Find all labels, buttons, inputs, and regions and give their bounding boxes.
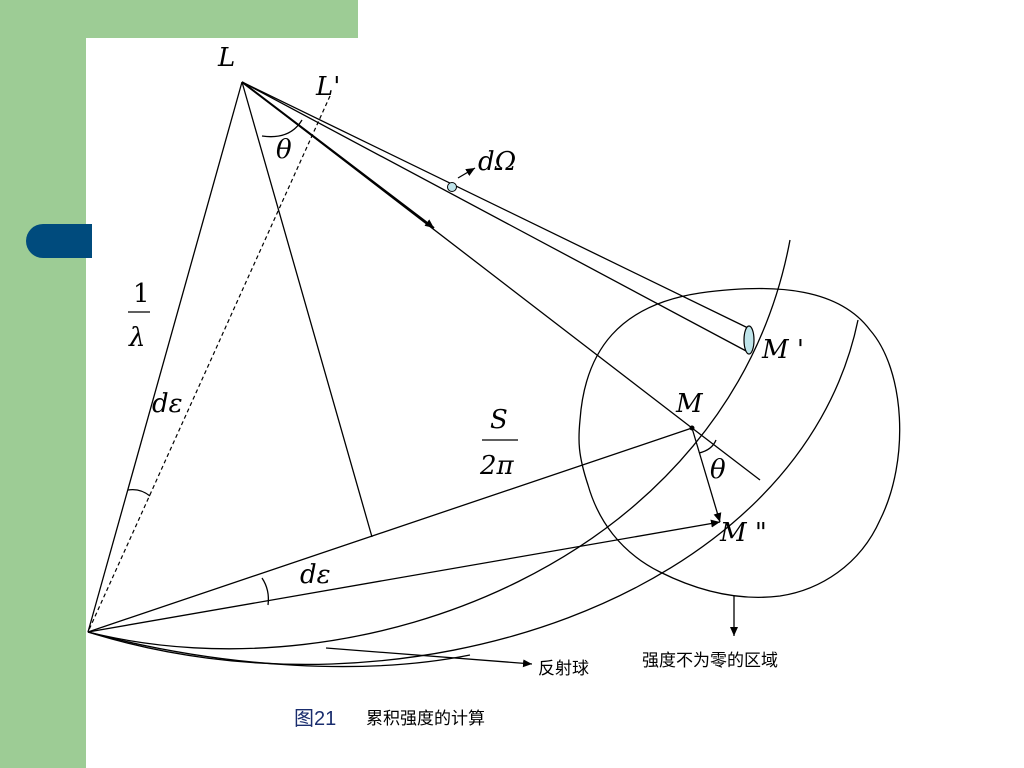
cone-upper-line (241, 81, 749, 329)
line-O-M (87, 427, 693, 633)
angle-arc-left (127, 488, 151, 497)
label-two-pi: 2π (479, 451, 515, 481)
d-omega-element (447, 182, 457, 192)
slide-tab-marker (26, 224, 92, 258)
label-M: M (675, 389, 704, 419)
label-L-prime: L' (315, 72, 340, 102)
figure-caption: 累积强度的计算 (366, 709, 485, 729)
label-d-epsilon-left: dε (152, 389, 183, 419)
top-green-bar (0, 0, 358, 38)
label-d-epsilon-bottom: dε (300, 560, 331, 590)
beam-vector (241, 81, 435, 229)
line-L-prime-dashed (87, 95, 331, 633)
reflection-sphere-mid-arc (87, 631, 471, 668)
reflection-sphere-outer-arc (87, 319, 859, 665)
angle-arc-top (261, 119, 303, 138)
label-d-omega: dΩ (478, 147, 516, 177)
label-M-double-prime: M " (719, 518, 767, 548)
nonzero-intensity-region (578, 287, 901, 598)
cone-lower-line (241, 81, 749, 353)
label-theta-top: θ (276, 135, 292, 165)
label-one: 1 (133, 279, 150, 309)
line-O-M-double-prime (87, 519, 721, 633)
reflection-sphere-inner-arc (87, 239, 791, 650)
figure-number: 图21 (294, 708, 336, 730)
sphere-pointer (325, 647, 533, 668)
slide-panel (86, 38, 1024, 768)
line-M-extension (691, 427, 761, 481)
point-M (689, 425, 695, 431)
angle-arc-right (698, 439, 717, 454)
label-lambda: λ (128, 323, 145, 353)
angle-arc-bottom (261, 577, 270, 606)
d-omega-pointer (457, 167, 476, 179)
line-L-O (87, 81, 243, 633)
label-nonzero-region: 强度不为零的区域 (642, 651, 778, 671)
label-S: S (490, 405, 508, 435)
cone-end-ellipse (743, 325, 755, 355)
vector-M-to-M-double-prime (691, 427, 722, 523)
line-L-foot (241, 81, 373, 538)
label-theta-right: θ (710, 455, 726, 485)
label-reflection-sphere: 反射球 (538, 659, 589, 679)
label-M-prime: M ' (761, 335, 804, 365)
label-L: L (217, 43, 235, 73)
left-green-bar (0, 0, 86, 768)
